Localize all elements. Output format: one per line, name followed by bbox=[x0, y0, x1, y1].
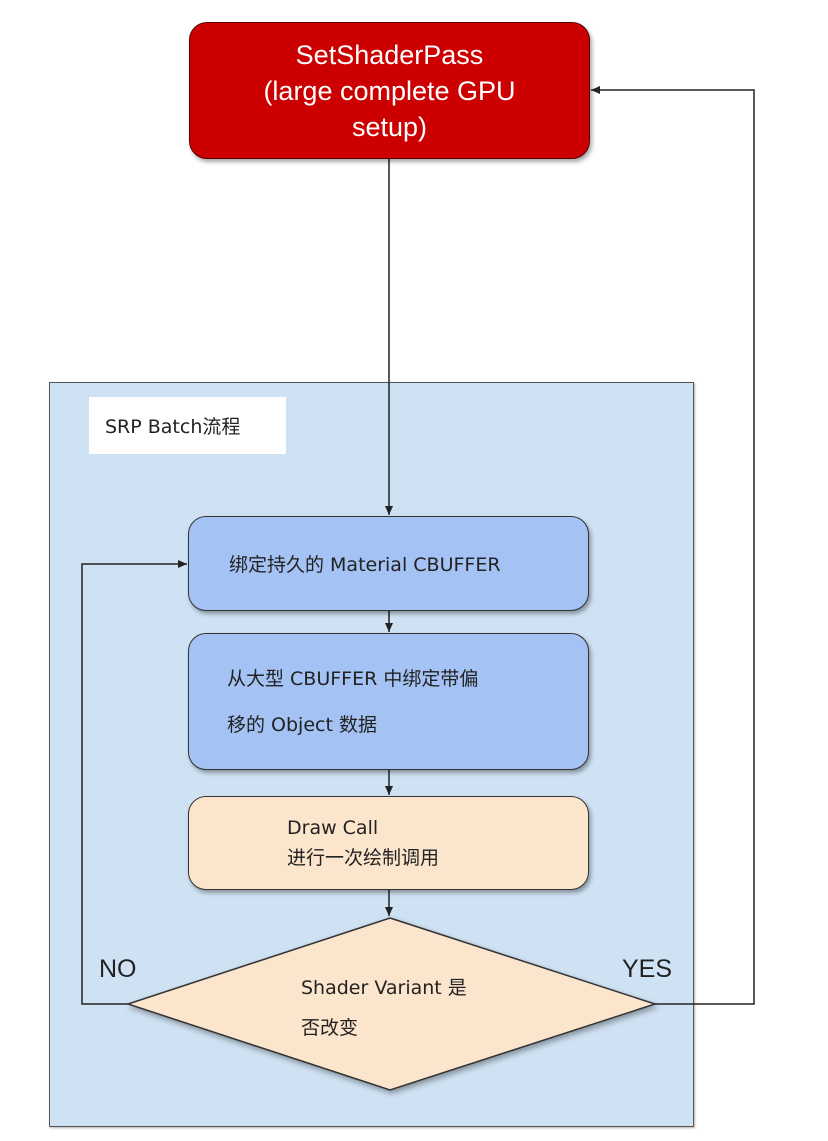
decision-line: Shader Variant 是 bbox=[301, 977, 467, 999]
group-title: SRP Batch流程 bbox=[89, 397, 286, 454]
group-title-text: SRP Batch流程 bbox=[105, 416, 241, 438]
decision-diamond bbox=[125, 917, 658, 1091]
node-bind-object-line: 从大型 CBUFFER 中绑定带偏 bbox=[227, 667, 479, 690]
node-set-shader-pass-line: (large complete GPU bbox=[263, 75, 516, 106]
node-set-shader-pass-line: setup) bbox=[351, 111, 428, 142]
decision-text: Shader Variant 是 否改变 bbox=[301, 968, 467, 1048]
node-bind-object-line: 移的 Object 数据 bbox=[227, 713, 377, 736]
node-bind-material: 绑定持久的 Material CBUFFER bbox=[188, 516, 589, 611]
node-bind-object: 从大型 CBUFFER 中绑定带偏 移的 Object 数据 bbox=[188, 633, 589, 770]
edge-yes-loop bbox=[591, 86, 755, 1005]
node-bind-material-text: 绑定持久的 Material CBUFFER bbox=[229, 554, 501, 576]
node-set-shader-pass-line: SetShaderPass bbox=[295, 39, 484, 70]
node-draw-call-line: Draw Call bbox=[287, 817, 379, 839]
decision-line: 否改变 bbox=[301, 1017, 359, 1039]
node-draw-call-line: 进行一次绘制调用 bbox=[287, 847, 440, 869]
node-set-shader-pass: SetShaderPass (large complete GPU setup) bbox=[189, 22, 590, 159]
node-draw-call: Draw Call 进行一次绘制调用 bbox=[188, 796, 589, 890]
edge-no-loop bbox=[81, 560, 187, 1005]
edge-label-no: NO bbox=[99, 955, 137, 983]
edge-label-yes: YES bbox=[622, 955, 673, 983]
